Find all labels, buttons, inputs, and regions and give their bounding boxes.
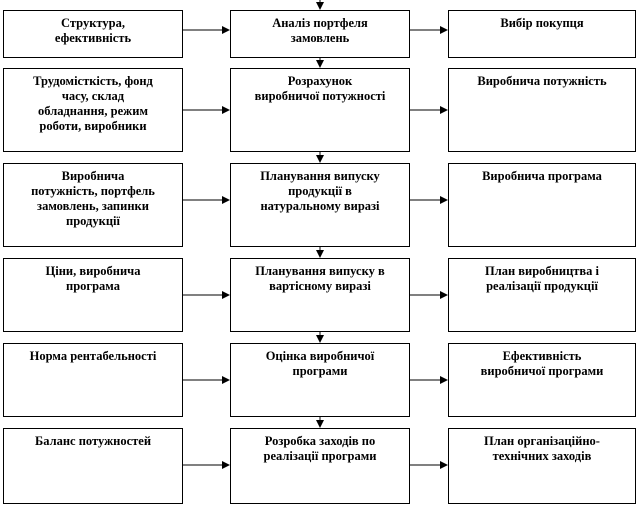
process-text-4: Планування випуску в вартісному виразі — [255, 264, 385, 293]
output-text-2: Виробнича потужність — [477, 74, 607, 88]
output-box-2: Виробнича потужність — [448, 68, 636, 152]
input-box-1: Структура, ефективність — [3, 10, 183, 58]
process-text-6: Розробка заходів по реалізації програми — [263, 434, 377, 463]
process-box-3: Планування випуску продукції в натуральн… — [230, 163, 410, 247]
process-text-1: Аналіз портфеля замовлень — [272, 16, 368, 45]
process-text-2: Розрахунок виробничої потужності — [254, 74, 386, 103]
input-box-6: Баланс потужностей — [3, 428, 183, 504]
output-text-4: План виробництва і реалізації продукції — [484, 264, 600, 293]
process-text-3: Планування випуску продукції в натуральн… — [260, 169, 380, 213]
process-box-6: Розробка заходів по реалізації програми — [230, 428, 410, 504]
input-box-3: Виробнича потужність, портфель замовлень… — [3, 163, 183, 247]
input-text-3: Виробнича потужність, портфель замовлень… — [31, 169, 155, 228]
output-box-6: План організаційно- технічних заходів — [448, 428, 636, 504]
input-text-1: Структура, ефективність — [54, 16, 132, 45]
input-text-6: Баланс потужностей — [34, 434, 152, 448]
process-box-2: Розрахунок виробничої потужності — [230, 68, 410, 152]
output-box-1: Вибір покупця — [448, 10, 636, 58]
process-box-1: Аналіз портфеля замовлень — [230, 10, 410, 58]
process-box-4: Планування випуску в вартісному виразі — [230, 258, 410, 332]
output-box-5: Ефективність виробничої програми — [448, 343, 636, 417]
input-text-5: Норма рентабельності — [29, 349, 157, 363]
input-box-2: Трудомісткість, фонд часу, склад обладна… — [3, 68, 183, 152]
output-text-5: Ефективність виробничої програми — [480, 349, 604, 378]
process-box-5: Оцінка виробничої програми — [230, 343, 410, 417]
output-text-3: Виробнича програма — [482, 169, 602, 183]
input-box-5: Норма рентабельності — [3, 343, 183, 417]
output-text-6: План організаційно- технічних заходів — [484, 434, 600, 463]
output-box-4: План виробництва і реалізації продукції — [448, 258, 636, 332]
output-box-3: Виробнича програма — [448, 163, 636, 247]
input-text-4: Ціни, виробнича програма — [45, 264, 141, 293]
input-box-4: Ціни, виробнича програма — [3, 258, 183, 332]
output-text-1: Вибір покупця — [500, 16, 584, 30]
process-text-5: Оцінка виробничої програми — [265, 349, 375, 378]
input-text-2: Трудомісткість, фонд часу, склад обладна… — [33, 74, 153, 133]
